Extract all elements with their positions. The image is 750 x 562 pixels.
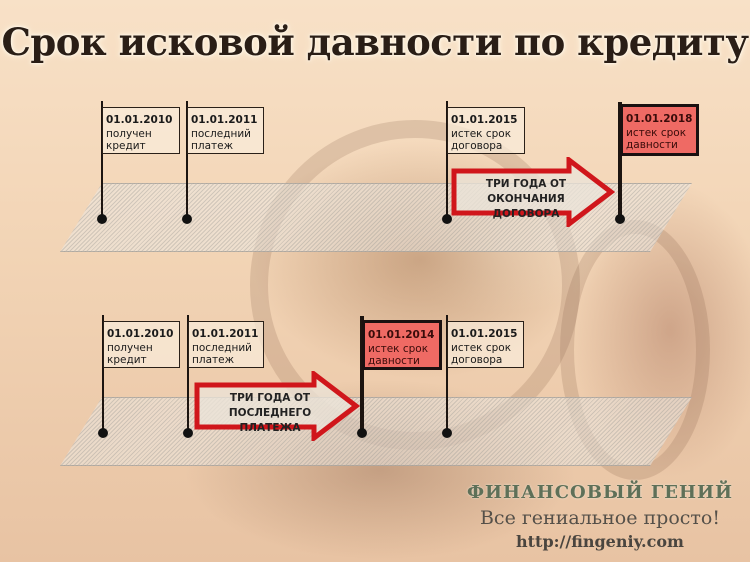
timeline-dot (357, 428, 367, 438)
flag-pole (446, 101, 448, 219)
arrow-label: ТРИ ГОДА ОТ ОКОНЧАНИЯ ДОГОВОРА (485, 178, 567, 220)
event-flag-credit-received: 01.01.2010 получен кредит (102, 107, 180, 154)
event-flag-last-payment: 01.01.2011 последний платеж (188, 321, 264, 368)
page-title: Срок исковой давности по кредиту (1, 20, 749, 64)
arrow-three-years-from-contract-end (451, 157, 615, 227)
arrow-three-years-from-last-payment (194, 371, 360, 441)
timeline-dot (183, 428, 193, 438)
timeline-dot (182, 214, 192, 224)
event-flag-limitation-expired: 01.01.2014 истек срок давности (362, 320, 442, 370)
brand-slogan: Все гениальное просто! (479, 507, 721, 529)
flag-pole (360, 316, 364, 433)
event-flag-limitation-expired: 01.01.2018 истек срок давности (620, 104, 699, 156)
event-flag-last-payment: 01.01.2011 последний платеж (187, 107, 264, 154)
event-flag-contract-expired: 01.01.2015 истек срок договора (447, 321, 524, 368)
flag-pole (187, 315, 189, 433)
timeline-dot (98, 428, 108, 438)
brand-watermark: ФИНАНСОВЫЙ ГЕНИЙ Все гениальное просто! … (450, 481, 750, 553)
timeline-dot (442, 214, 452, 224)
timeline-dot (442, 428, 452, 438)
flag-pole (102, 315, 104, 433)
arrow-label: ТРИ ГОДА ОТ ПОСЛЕДНЕГО ПЛАТЕЖА (228, 392, 312, 434)
event-flag-contract-expired: 01.01.2015 истек срок договора (447, 107, 525, 154)
flag-pole (101, 101, 103, 219)
flag-pole (618, 102, 622, 219)
brand-name: ФИНАНСОВЫЙ ГЕНИЙ (466, 482, 734, 503)
timeline-dot (97, 214, 107, 224)
flag-pole (186, 101, 188, 219)
event-flag-credit-received: 01.01.2010 получен кредит (103, 321, 180, 368)
timeline-dot (615, 214, 625, 224)
timeline-band (60, 397, 692, 466)
brand-url: http://fingeniy.com (516, 532, 684, 551)
flag-pole (446, 315, 448, 433)
